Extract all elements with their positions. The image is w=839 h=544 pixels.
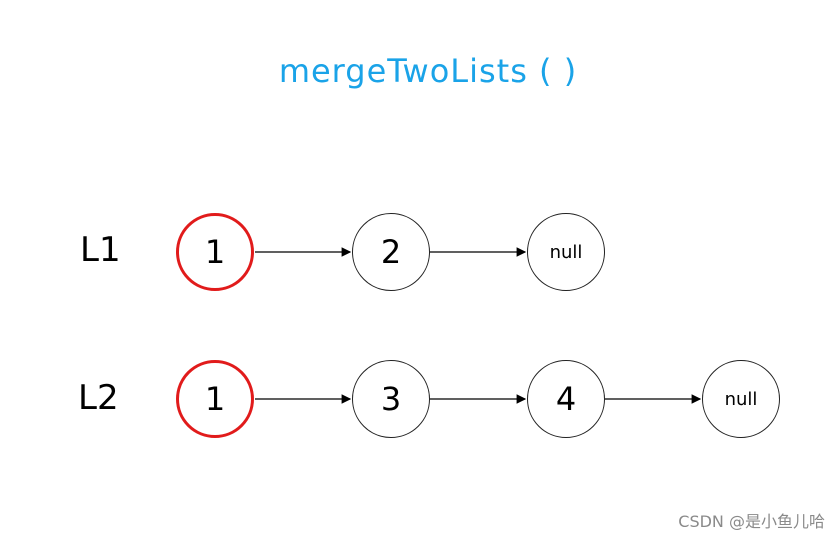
l1-node-null: null <box>527 213 605 291</box>
list-label-l2: L2 <box>78 378 119 418</box>
function-title: mergeTwoLists ( ) <box>278 52 578 90</box>
watermark: CSDN @是小鱼儿哈 <box>678 512 825 531</box>
list-label-l1: L1 <box>80 230 121 270</box>
l2-node-3: 3 <box>352 360 430 438</box>
l2-node-4: 4 <box>527 360 605 438</box>
l2-node-null: null <box>702 360 780 438</box>
l2-node-1: 1 <box>176 360 254 438</box>
l1-node-1: 1 <box>176 213 254 291</box>
l1-node-2: 2 <box>352 213 430 291</box>
